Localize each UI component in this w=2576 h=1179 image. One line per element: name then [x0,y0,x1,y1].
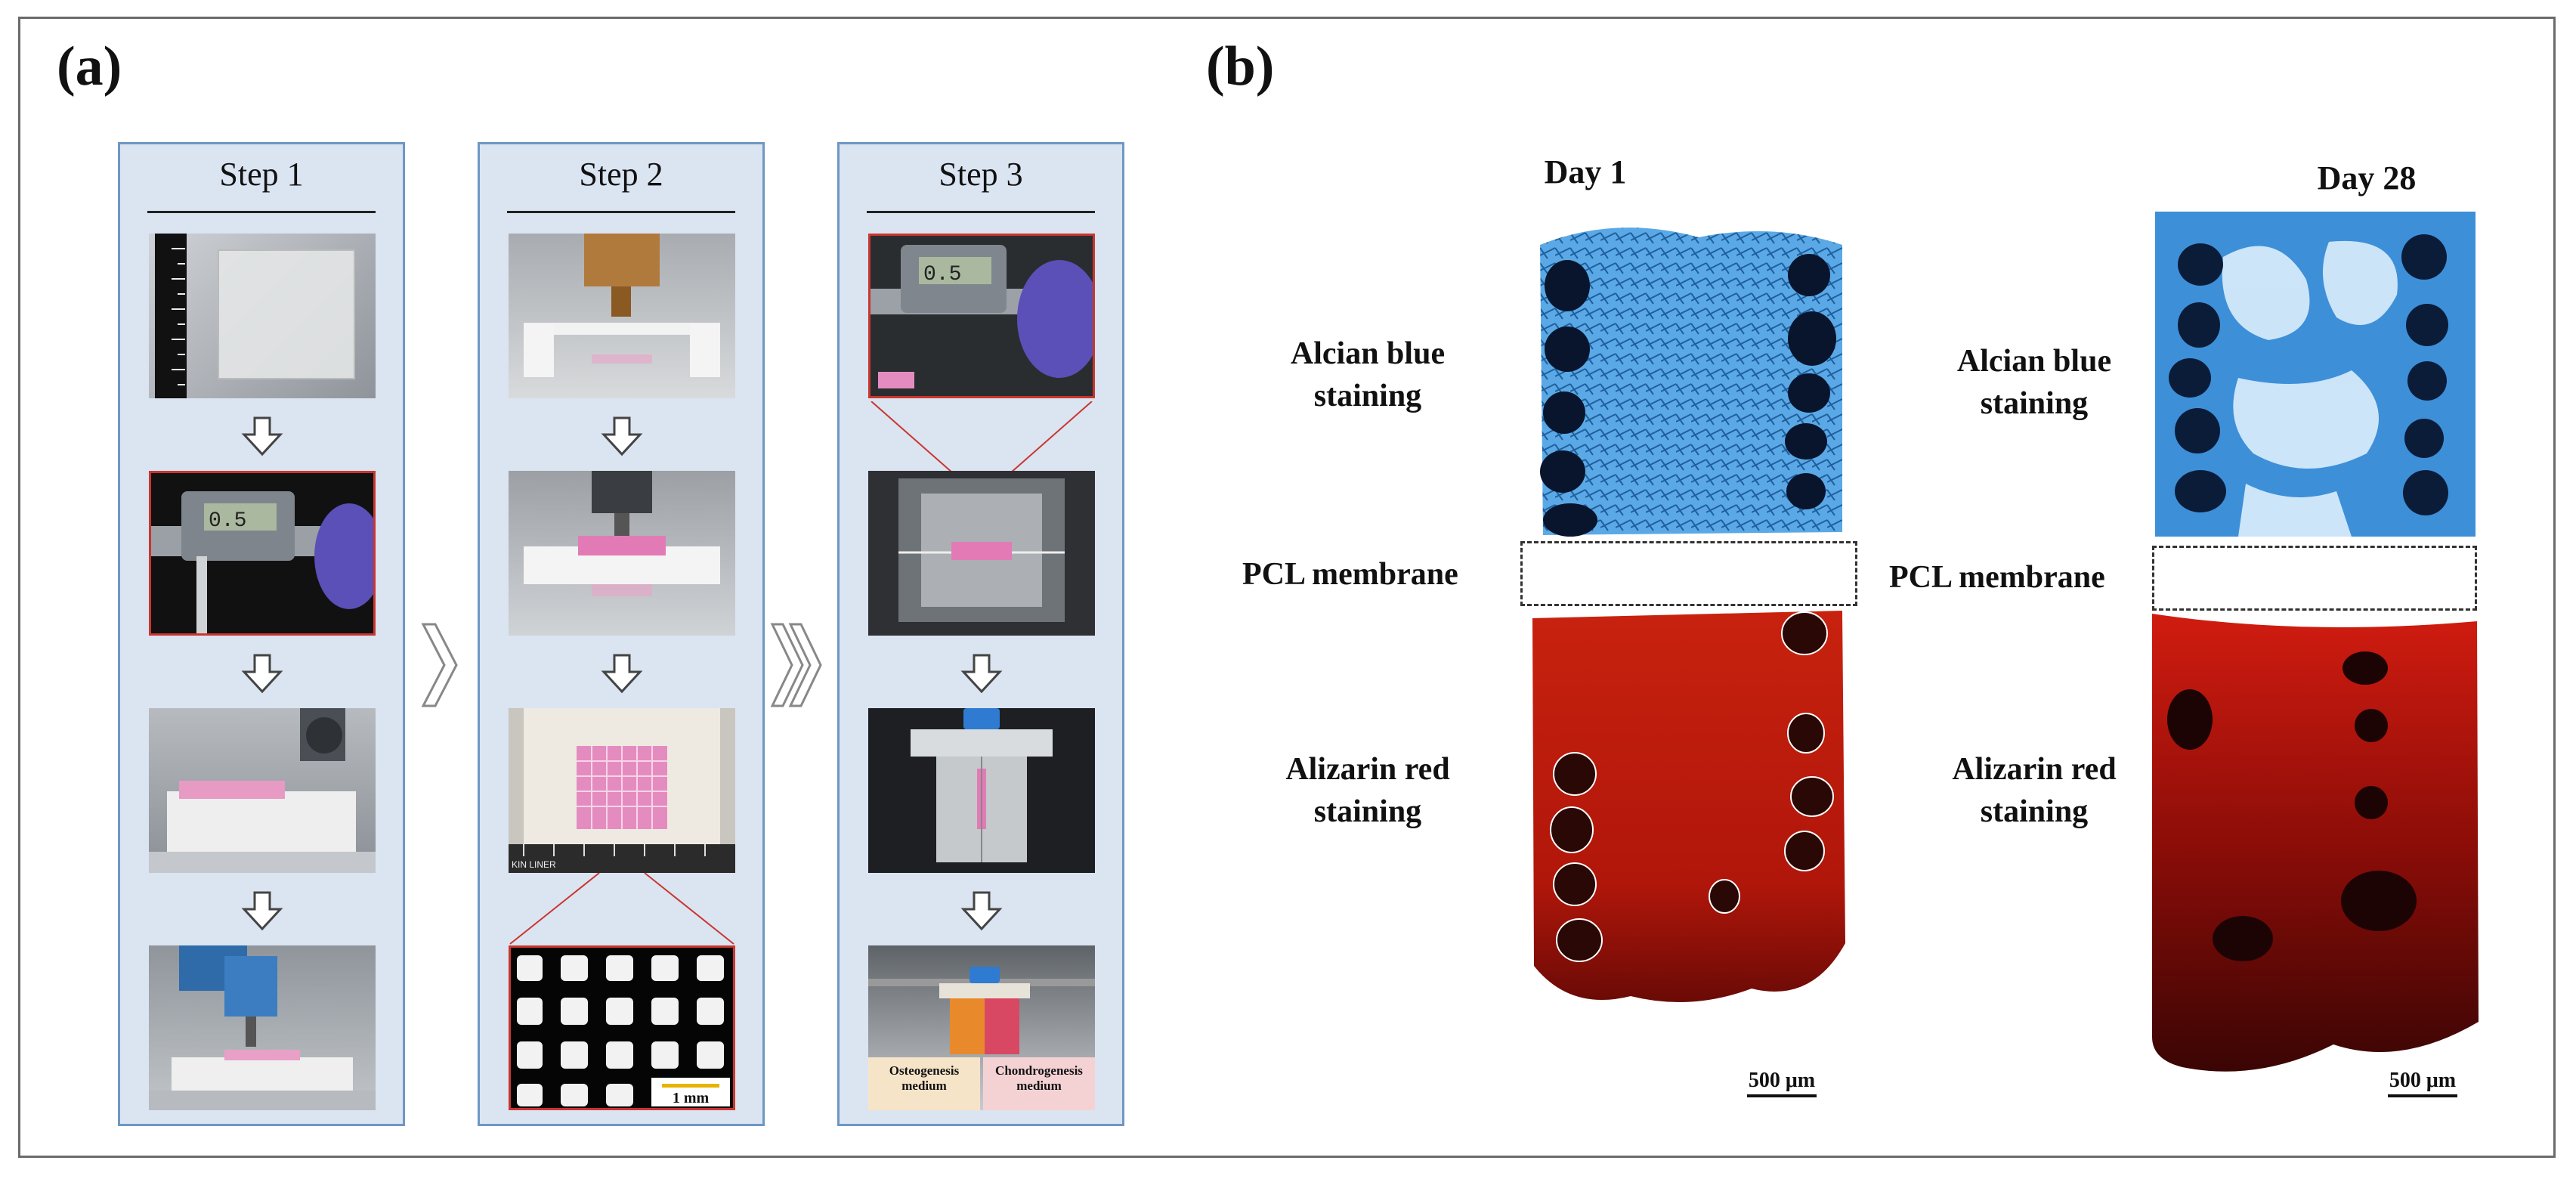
panel-b-label: (b) [1206,36,1275,97]
alcian-blue-label-day28: Alcian blue staining [1956,344,2112,421]
down-arrow-icon [960,891,1003,931]
day-1-title: Day 1 [1544,153,1627,190]
down-arrow-icon [601,416,643,456]
photo-printing-setup [149,708,376,873]
alizarin-red-image-day28 [2152,614,2479,1072]
svg-text:0.5: 0.5 [923,263,961,286]
down-arrow-icon [601,654,643,694]
double-chevron-icon [770,623,822,707]
step-2-column: Step 2 [478,142,765,1126]
step-3-column: Step 3 0.5 [837,142,1124,1126]
step-3-title: Step 3 [939,156,1023,193]
single-chevron-icon [421,623,458,707]
zoom-lines [871,401,1093,479]
step-3-divider [867,211,1095,213]
photo-bioreactor-chamber [868,708,1095,873]
zoom-lines [509,873,734,945]
day-28-title: Day 28 [2317,159,2417,196]
step-2-title: Step 2 [579,156,663,193]
alcian-blue-image-day28 [2155,212,2475,537]
scale-bar-day28: 500 μm [2377,1069,2468,1097]
step-1-column: Step 1 0.5 [118,142,405,1126]
pcl-membrane-box-day1 [1520,541,1857,606]
photo-printed-scaffold [509,471,735,636]
ruler-text: KIN LINER [512,859,556,870]
scale-bar-day1: 500 μm [1736,1069,1827,1097]
step-1-divider [147,211,376,213]
alcian-blue-label-day1: Alcian blue staining [1290,336,1446,413]
svg-text:0.5: 0.5 [209,509,246,533]
down-arrow-icon [241,416,283,456]
photo-dual-medium-chamber: Osteogenesis medium Chondrogenesis mediu… [868,945,1095,1110]
micrograph-scale-label: 1 mm [672,1090,710,1106]
photo-membrane-with-ruler [149,234,376,398]
down-arrow-icon [960,654,1003,694]
pcl-membrane-label-day1: PCL membrane [1242,557,1458,592]
photo-scaffold-micrograph: 1 mm [509,945,735,1110]
pcl-membrane-label-day28: PCL membrane [1889,560,2105,595]
alcian-blue-image-day1 [1540,227,1842,537]
chondrogenesis-medium-label: Chondrogenesis medium [995,1063,1083,1093]
panel-a-label: (a) [57,36,122,97]
down-arrow-icon [241,654,283,694]
photo-scaffold-top-view: KIN LINER [509,708,735,873]
figure-frame [18,17,2556,1158]
alizarin-red-image-day1 [1532,611,1845,1002]
down-arrow-icon [241,891,283,931]
photo-printhead-blue [149,945,376,1110]
alizarin-red-label-day1: Alizarin red staining [1285,752,1450,829]
photo-scaffold-in-chamber [868,471,1095,636]
photo-caliper-scaffold: 0.5 [868,234,1095,398]
alizarin-red-label-day28: Alizarin red staining [1952,752,2117,829]
pcl-membrane-box-day28 [2152,546,2477,611]
photo-membrane-clamped [509,234,735,398]
photo-caliper-thickness: 0.5 [149,471,376,636]
osteogenesis-medium-label: Osteogenesis medium [889,1063,960,1093]
step-1-title: Step 1 [219,156,304,193]
step-2-divider [507,211,735,213]
